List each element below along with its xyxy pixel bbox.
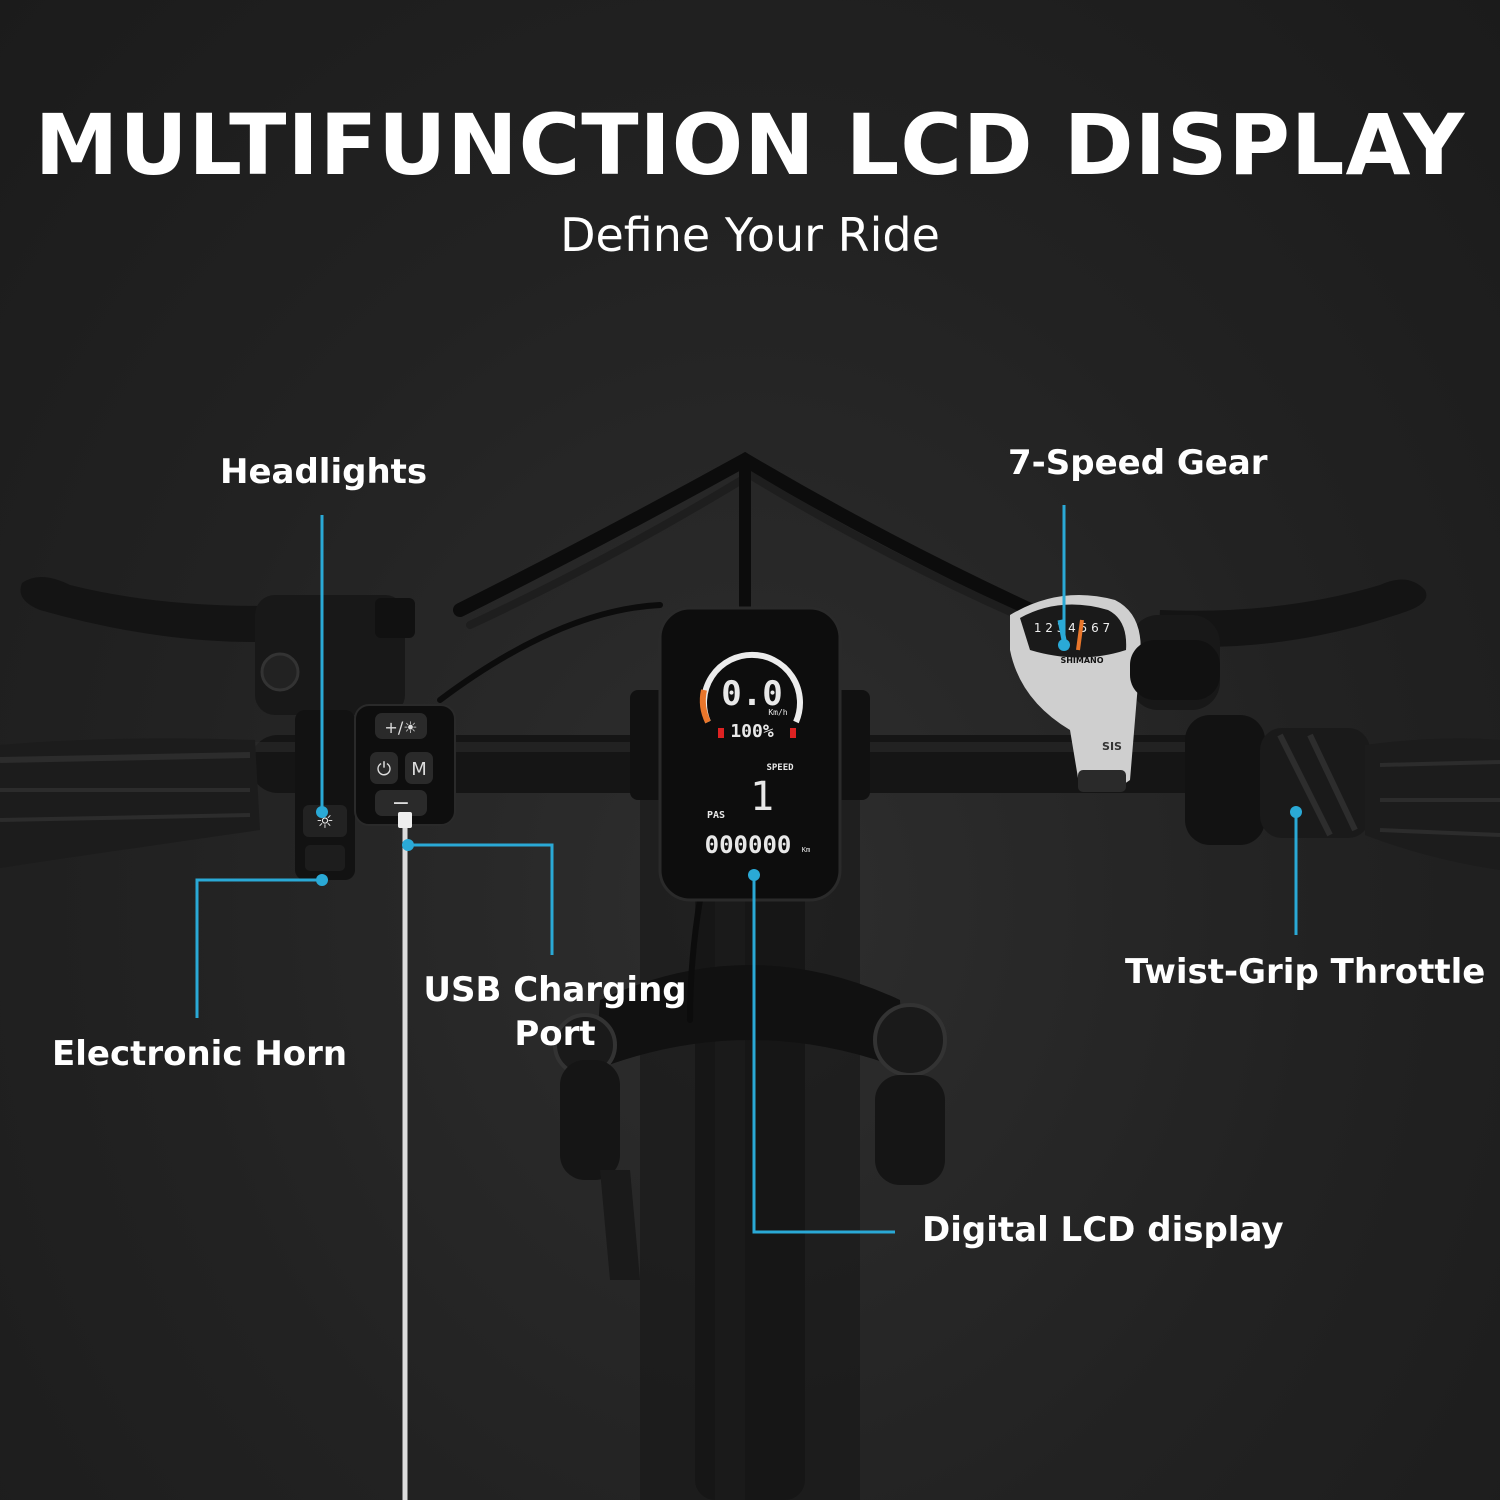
headlight-horn-switch: ☼ [295,710,355,880]
page-subtitle: Define Your Ride [560,208,940,262]
callout-lines [195,505,1298,1234]
callout-throttle: Twist-Grip Throttle [1125,952,1486,992]
callout-usb-line1: USB Charging [423,970,687,1010]
right-grip [1185,715,1500,870]
lcd-speed-label: SPEED [766,763,794,773]
callout-horn: Electronic Horn [52,1034,348,1074]
shifter-brand: SHIMANO [1060,656,1103,665]
lcd-odo-unit: Km [802,846,810,854]
power-icon: ⏻ [377,759,391,780]
minus-label: − [392,791,410,816]
callout-lcd: Digital LCD display [922,1210,1284,1250]
lcd-pas-level: 1 [750,774,774,820]
left-brake-lever [20,576,415,715]
lcd-battery: 100% [730,721,774,742]
cables [437,451,1044,1023]
mode-label: M [411,759,427,780]
gear-shifter: 1 2 3 4 5 6 7 SHIMANO SIS [1010,595,1220,792]
callout-headlights: Headlights [220,452,428,492]
control-pad: +/☀ ⏻ M − [354,704,456,1500]
lcd-odometer: 000000 [705,831,792,859]
shifter-sis: SIS [1102,740,1122,753]
lcd-speed-unit: Km/h [768,708,787,717]
left-grip [0,738,260,868]
callout-usb-line2: Port [514,1014,596,1054]
lcd-display: 0.0 Km/h 100% SPEED 1 PAS 000000 Km [630,606,870,902]
lcd-pas-label: PAS [707,810,725,821]
plus-light-label: +/☀ [384,718,417,737]
page-title: MULTIFUNCTION LCD DISPLAY [34,96,1466,194]
lcd-speed: 0.0 [721,674,782,714]
callout-usb: USB Charging Port [420,968,690,1056]
callout-gear: 7-Speed Gear [1008,443,1268,483]
shifter-gears: 1 2 3 4 5 6 7 [1034,621,1110,635]
callout-dots [316,639,1302,886]
